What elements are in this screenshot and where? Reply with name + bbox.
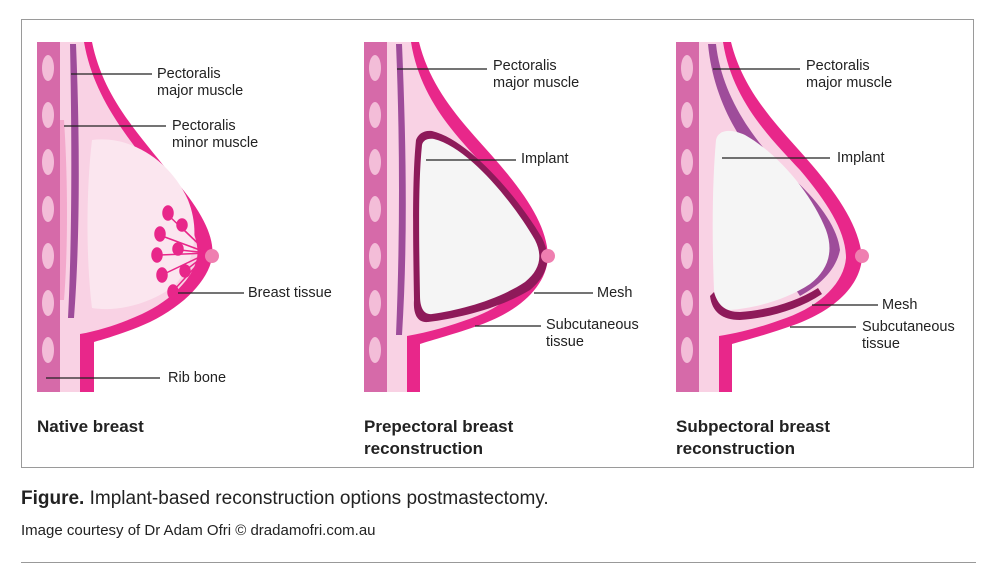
nipple — [541, 249, 555, 263]
rib-bones — [42, 55, 54, 363]
label-implant-prepectoral: Implant — [521, 151, 569, 167]
implant-shape — [712, 130, 830, 310]
label-implant-subpectoral: Implant — [837, 150, 885, 166]
label-subcutaneous-subpectoral: Subcutaneous tissue — [862, 319, 955, 352]
pectoralis-major-shape — [396, 44, 406, 335]
mesh-shape — [710, 288, 822, 320]
rib-bones — [369, 55, 381, 363]
subpectoral-illustration — [676, 42, 869, 392]
label-pectoralis-major-prepectoral: Pectoralis major muscle — [493, 58, 580, 91]
panel-title-native: Native breast — [37, 417, 144, 436]
label-breast-tissue-native: Breast tissue — [248, 285, 332, 301]
label-mesh-prepectoral: Mesh — [597, 285, 633, 301]
prepectoral-illustration — [364, 42, 555, 392]
bottom-divider — [21, 562, 976, 563]
breast-interior — [87, 139, 195, 310]
native-breast-illustration — [37, 42, 219, 392]
pectoralis-major-shape — [68, 44, 79, 318]
pectoralis-minor-shape — [60, 120, 67, 300]
figure-frame — [21, 19, 974, 468]
panel-title-prepectoral: Prepectoral breast reconstruction — [364, 417, 514, 458]
nipple — [205, 249, 219, 263]
nipple — [855, 249, 869, 263]
rib-bones — [681, 55, 693, 363]
breast-tissue-lobules — [151, 205, 209, 300]
subpectoral-diagram — [676, 42, 878, 392]
native-breast-diagram — [37, 42, 244, 392]
prepectoral-diagram — [364, 42, 593, 392]
label-pectoralis-minor-native: Pectoralis minor muscle — [172, 118, 259, 151]
label-pectoralis-major-subpectoral: Pectoralis major muscle — [806, 58, 893, 91]
label-pectoralis-major-native: Pectoralis major muscle — [157, 66, 244, 99]
prepectoral-leader-lines — [397, 68, 593, 327]
panel-title-subpectoral: Subpectoral breast reconstruction — [676, 417, 830, 458]
figure-caption: Figure. Implant-based reconstruction opt… — [21, 488, 549, 510]
native-leader-lines — [46, 73, 244, 379]
caption-prefix: Figure. — [21, 488, 85, 509]
label-subcutaneous-prepectoral: Subcutaneous tissue — [546, 317, 639, 350]
caption-text: Implant-based reconstruction options pos… — [84, 488, 549, 509]
label-rib-bone-native: Rib bone — [168, 370, 227, 386]
image-credit: Image courtesy of Dr Adam Ofri © dradamo… — [21, 522, 376, 539]
label-mesh-subpectoral: Mesh — [882, 297, 918, 313]
implant-shape — [419, 138, 540, 315]
subpectoral-leader-lines — [713, 68, 878, 328]
